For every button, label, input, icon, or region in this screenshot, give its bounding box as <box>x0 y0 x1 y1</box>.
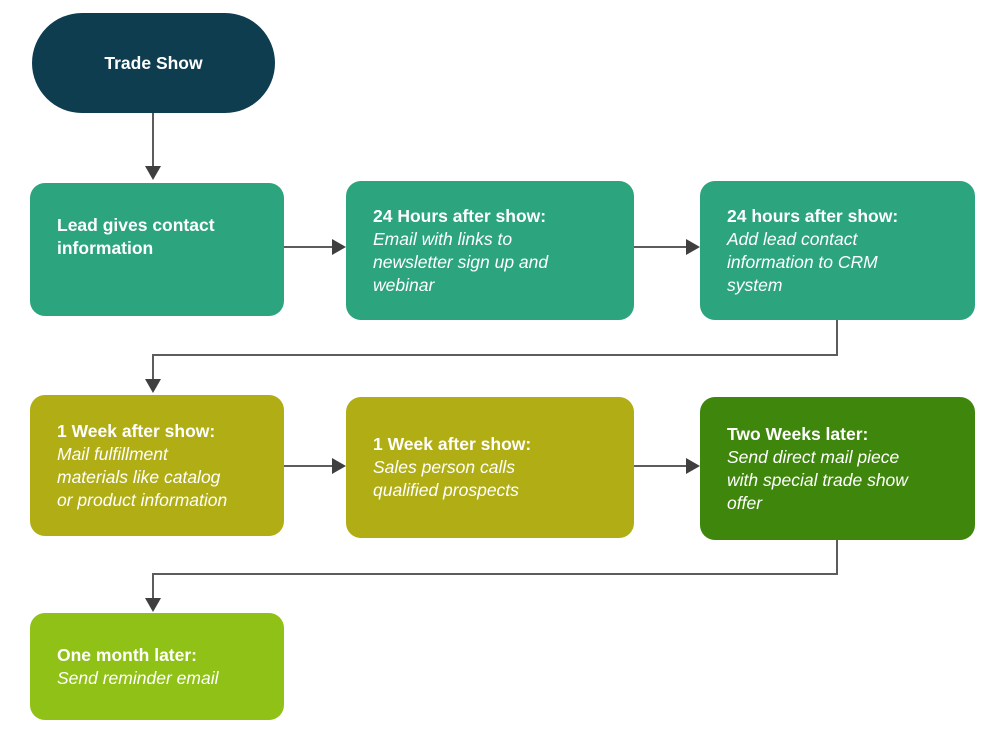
node-sales-calls-heading: 1 Week after show: <box>373 434 532 454</box>
connector-lead-to-email-line <box>284 246 333 248</box>
connector-email-to-crm-line <box>634 246 687 248</box>
node-mail-fulfillment-body: Mail fulfillment materials like catalog … <box>57 443 228 510</box>
connector-direct-to-reminder-vline <box>836 540 838 575</box>
node-reminder-body: Send reminder email <box>57 667 219 688</box>
node-mail-fulfillment-heading: 1 Week after show: <box>57 420 216 441</box>
node-email-links-heading: 24 Hours after show: <box>373 205 547 226</box>
node-trade-show-label: Trade Show <box>104 52 203 73</box>
connector-trade-show-to-lead-line <box>152 113 154 167</box>
connector-sales-to-direct-line <box>634 465 687 467</box>
arrowhead-down-icon <box>145 379 161 393</box>
connector-crm-to-mail-vline2 <box>152 354 154 380</box>
node-trade-show: Trade Show <box>32 13 275 113</box>
node-email-links-body: Email with links to newsletter sign up a… <box>373 228 549 295</box>
connector-crm-to-mail-vline <box>836 320 838 356</box>
node-mail-fulfillment: 1 Week after show: Mail fulfillment mate… <box>30 395 284 536</box>
node-sales-calls: 1 Week after show: Sales person calls qu… <box>346 397 634 538</box>
node-email-links: 24 Hours after show: Email with links to… <box>346 181 634 320</box>
node-direct-mail-body: Send direct mail piece with special trad… <box>727 446 908 513</box>
connector-direct-to-reminder-hline <box>152 573 838 575</box>
connector-crm-to-mail-hline <box>152 354 838 356</box>
arrowhead-right-icon <box>332 239 346 255</box>
node-sales-calls-body: Sales person calls qualified prospects <box>373 457 519 500</box>
arrowhead-down-icon <box>145 598 161 612</box>
node-crm-body: Add lead contact information to CRM syst… <box>727 228 878 295</box>
node-lead-contact: Lead gives contact information <box>30 183 284 316</box>
node-reminder-heading: One month later: <box>57 644 198 665</box>
node-lead-contact-heading: Lead gives contact information <box>57 214 215 258</box>
node-reminder: One month later: Send reminder email <box>30 613 284 720</box>
arrowhead-right-icon <box>332 458 346 474</box>
arrowhead-down-icon <box>145 166 161 180</box>
connector-mail-to-sales-line <box>284 465 333 467</box>
arrowhead-right-icon <box>686 458 700 474</box>
node-direct-mail: Two Weeks later: Send direct mail piece … <box>700 397 975 540</box>
connector-direct-to-reminder-vline2 <box>152 573 154 599</box>
node-crm: 24 hours after show: Add lead contact in… <box>700 181 975 320</box>
node-crm-heading: 24 hours after show: <box>727 205 899 226</box>
arrowhead-right-icon <box>686 239 700 255</box>
node-direct-mail-heading: Two Weeks later: <box>727 423 869 444</box>
